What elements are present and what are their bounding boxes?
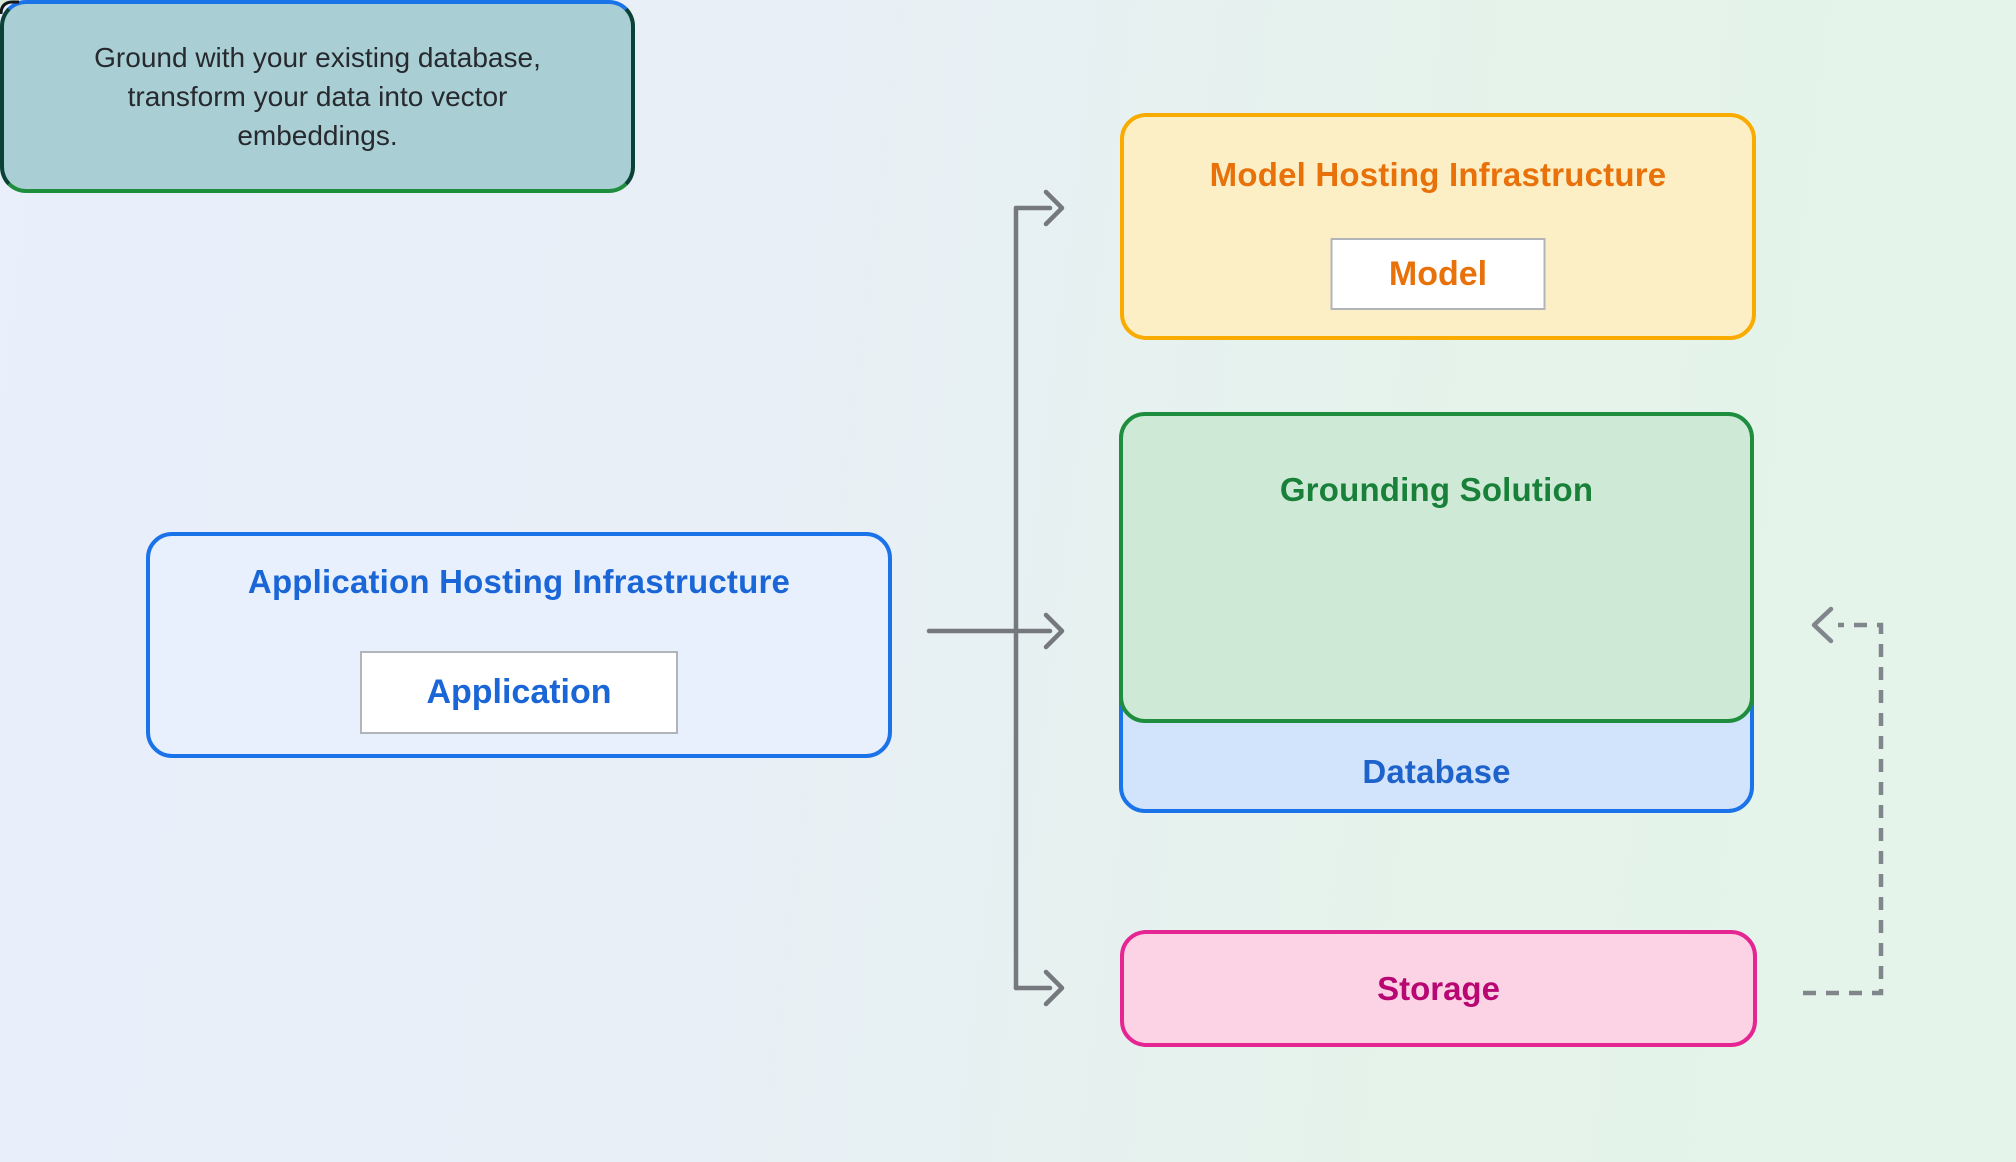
model-hosting-title: Model Hosting Infrastructure (1209, 156, 1667, 193)
grounding-note-text: Ground with your existing database, tran… (94, 42, 541, 151)
arrowhead-to-grounding-icon (1043, 612, 1065, 650)
application-chip: Application (360, 651, 678, 734)
dashed-arrowhead-left-icon (1811, 606, 1834, 644)
database-label: Database (1362, 753, 1511, 790)
grounding-solution-box: Grounding Solution (1119, 412, 1754, 723)
grounding-solution-title: Grounding Solution (1279, 471, 1594, 508)
application-hosting-title: Application Hosting Infrastructure (247, 563, 791, 600)
arrowhead-to-model-icon (1043, 189, 1065, 227)
model-chip-label: Model (1388, 254, 1488, 293)
storage-box: Storage (1120, 930, 1757, 1047)
storage-label: Storage (1377, 969, 1500, 1007)
arrowhead-to-storage-icon (1043, 969, 1065, 1007)
model-chip: Model (1330, 238, 1546, 310)
solid-arrow-group (926, 189, 1065, 1007)
grounding-note-box: Ground with your existing database, tran… (0, 0, 635, 193)
dashed-arrow-group (1803, 606, 1884, 996)
model-hosting-box: Model Hosting Infrastructure Model (1120, 113, 1756, 340)
dashed-arrow-path (1803, 622, 1884, 996)
application-chip-label: Application (426, 673, 612, 711)
application-hosting-box: Application Hosting Infrastructure Appli… (146, 532, 892, 758)
